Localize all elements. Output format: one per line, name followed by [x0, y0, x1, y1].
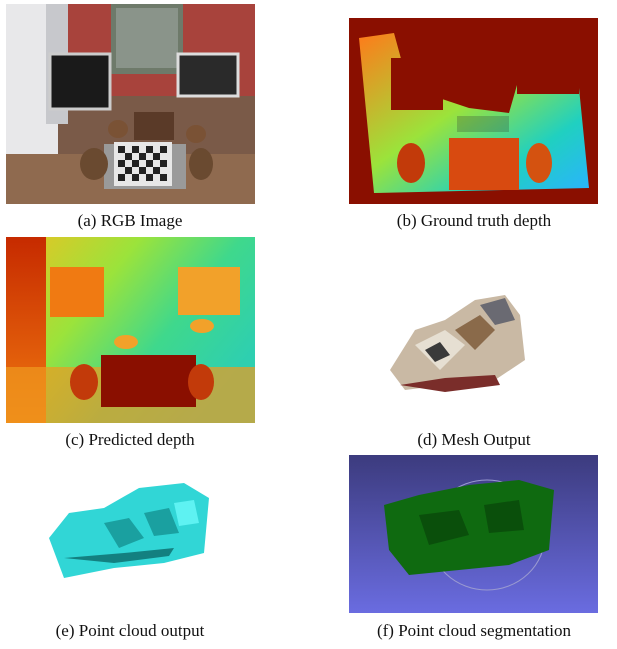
point-cloud-output-image [49, 483, 209, 578]
ground-truth-depth-image [349, 18, 598, 204]
caption-f: (f) Point cloud segmentation [376, 621, 572, 640]
mesh-output-image [390, 295, 525, 392]
point-cloud-segmentation-image [349, 455, 598, 613]
caption-a: (a) RGB Image [77, 211, 183, 230]
point-cloud-segmentation-panel [349, 455, 598, 613]
ground-truth-depth-panel [349, 18, 598, 204]
caption-c: (c) Predicted depth [65, 430, 195, 449]
predicted-depth-image [6, 237, 255, 423]
point-cloud-output-panel [44, 478, 219, 588]
rgb-image [6, 4, 255, 204]
rgb-image-panel [6, 4, 255, 204]
mesh-output-panel [385, 290, 535, 400]
caption-b: (b) Ground truth depth [396, 211, 552, 230]
predicted-depth-panel [6, 237, 255, 423]
caption-d: (d) Mesh Output [417, 430, 531, 449]
caption-e: (e) Point cloud output [55, 621, 205, 640]
